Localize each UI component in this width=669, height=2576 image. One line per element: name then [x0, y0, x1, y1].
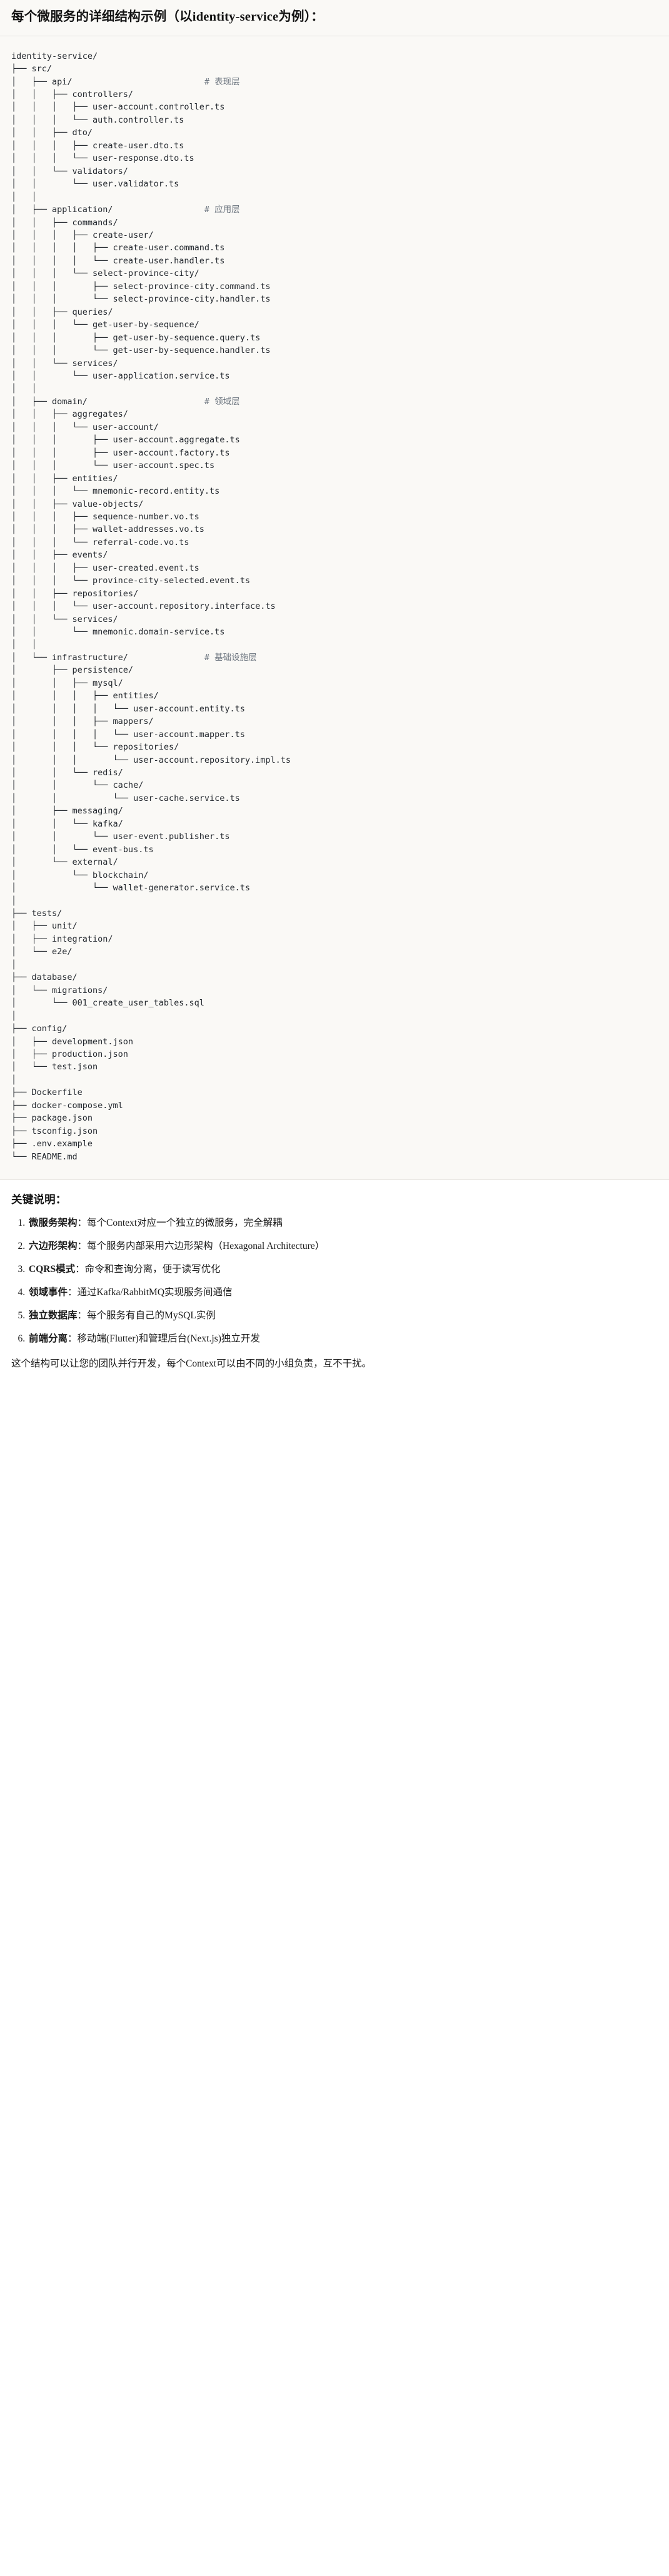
note-separator: ：: [77, 1310, 88, 1321]
note-key: CQRS模式: [29, 1264, 76, 1275]
note-value: 通过Kafka/RabbitMQ实现服务间通信: [77, 1287, 233, 1298]
layer-comment: # 应用层: [204, 205, 240, 215]
note-separator: ：: [75, 1264, 85, 1275]
layer-comment: # 基础设施层: [204, 652, 257, 663]
list-item: 领域事件：通过Kafka/RabbitMQ实现服务间通信: [28, 1285, 658, 1300]
note-value: 每个服务内部采用六边形架构（Hexagonal Architecture）: [87, 1241, 325, 1252]
key-notes-title: 关键说明：: [11, 1193, 67, 1206]
key-notes-section: 关键说明： 微服务架构：每个Context对应一个独立的微服务，完全解耦 六边形…: [0, 1180, 669, 1386]
directory-tree-block: identity-service/ ├── src/ │ ├── api/ # …: [0, 36, 669, 1181]
list-item: 六边形架构：每个服务内部采用六边形架构（Hexagonal Architectu…: [28, 1239, 658, 1254]
list-item: 独立数据库：每个服务有自己的MySQL实例: [28, 1308, 658, 1323]
list-item: 微服务架构：每个Context对应一个独立的微服务，完全解耦: [28, 1216, 658, 1231]
note-separator: ：: [77, 1218, 88, 1229]
list-item: CQRS模式：命令和查询分离，便于读写优化: [28, 1262, 658, 1277]
list-item: 前端分离：移动端(Flutter)和管理后台(Next.js)独立开发: [28, 1331, 658, 1347]
note-key: 领域事件: [29, 1287, 68, 1298]
note-key: 独立数据库: [29, 1310, 78, 1321]
layer-comment: # 表现层: [204, 76, 240, 87]
note-separator: ：: [68, 1287, 78, 1298]
note-value: 每个Context对应一个独立的微服务，完全解耦: [87, 1218, 283, 1229]
page-title: 每个微服务的详细结构示例（以identity-service为例）：: [11, 10, 324, 24]
layer-comment: # 领域层: [204, 396, 240, 407]
note-separator: ：: [77, 1241, 88, 1252]
note-value: 命令和查询分离，便于读写优化: [84, 1264, 221, 1275]
heading-section: 每个微服务的详细结构示例（以identity-service为例）：: [0, 0, 669, 36]
note-value: 每个服务有自己的MySQL实例: [87, 1310, 216, 1321]
key-notes-list: 微服务架构：每个Context对应一个独立的微服务，完全解耦 六边形架构：每个服…: [11, 1216, 658, 1347]
directory-tree: identity-service/ ├── src/ │ ├── api/ # …: [11, 51, 291, 1162]
note-separator: ：: [68, 1333, 78, 1345]
note-key: 前端分离: [29, 1333, 68, 1345]
note-key: 六边形架构: [29, 1241, 78, 1252]
note-key: 微服务架构: [29, 1218, 78, 1229]
closing-note: 这个结构可以让您的团队并行开发，每个Context可以由不同的小组负责，互不干扰…: [11, 1358, 372, 1370]
note-value: 移动端(Flutter)和管理后台(Next.js)独立开发: [77, 1333, 260, 1345]
